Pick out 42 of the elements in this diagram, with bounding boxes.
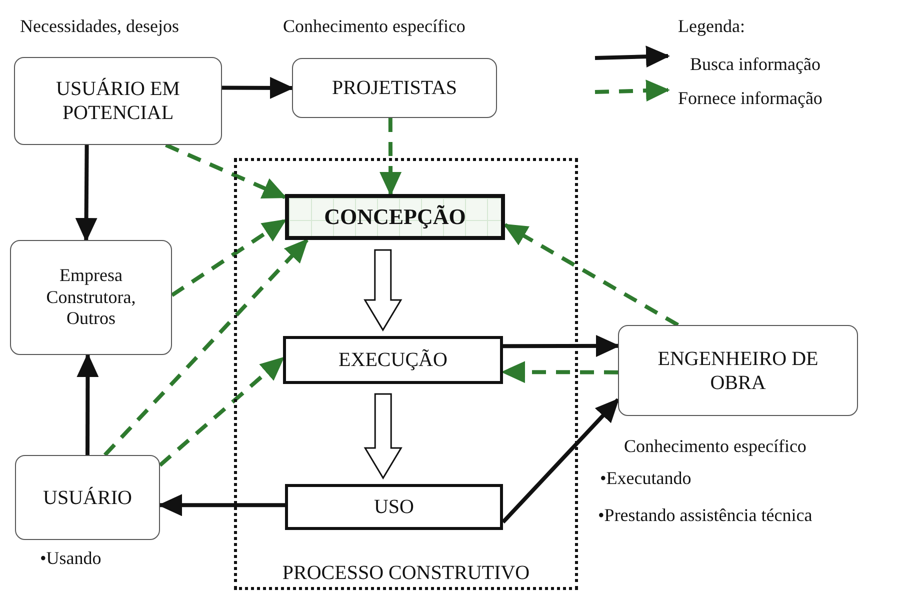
node-label: Empresa Construtora, Outros <box>45 265 137 330</box>
rounded-box <box>15 455 160 540</box>
rounded-box <box>292 58 497 118</box>
dashed-arrow <box>170 218 287 297</box>
process-box <box>285 484 503 530</box>
bullet-text: •Prestando assistência técnica <box>598 505 812 526</box>
node-label: USUÁRIO <box>43 486 132 510</box>
process-box <box>283 336 503 384</box>
legend-text: Busca informação <box>690 54 820 75</box>
caption-text: Necessidades, desejos <box>20 16 179 37</box>
node-label: CONCEPÇÃO <box>324 204 466 230</box>
arrow <box>502 398 620 524</box>
legend-title: Legenda: <box>678 16 745 37</box>
caption-text: Conhecimento específico <box>624 436 806 457</box>
arrow <box>222 76 294 99</box>
rounded-box <box>618 325 858 416</box>
node-label: PROCESSO CONSTRUTIVO <box>282 561 530 585</box>
arrow <box>503 334 620 357</box>
dashed-arrow <box>501 361 618 384</box>
block-arrow <box>364 249 402 332</box>
dashed-arrow <box>503 223 679 327</box>
node-label: EXECUÇÃO <box>338 348 448 372</box>
arrow <box>75 144 98 242</box>
dashed-arrow <box>158 356 284 467</box>
node-label: ENGENHEIRO DE OBRA <box>656 346 820 394</box>
node-label: USO <box>374 495 414 519</box>
node-label: PROJETISTAS <box>332 76 458 100</box>
dotted-frame <box>234 158 578 590</box>
process-box <box>285 194 505 240</box>
bullet-text: •Usando <box>40 548 102 569</box>
arrow <box>76 353 99 455</box>
block-arrow <box>364 393 402 480</box>
bullet-text: •Executando <box>600 468 692 489</box>
arrow <box>158 494 285 516</box>
dashed-arrow <box>103 238 308 456</box>
rounded-box <box>10 240 172 355</box>
node-label: USUÁRIO EM POTENCIAL <box>55 77 181 125</box>
dashed-arrow <box>380 118 402 196</box>
legend-text: Fornece informação <box>678 88 822 109</box>
caption-text: Conhecimento específico <box>283 16 466 37</box>
dashed-arrow <box>165 143 287 200</box>
rounded-box <box>14 57 222 145</box>
